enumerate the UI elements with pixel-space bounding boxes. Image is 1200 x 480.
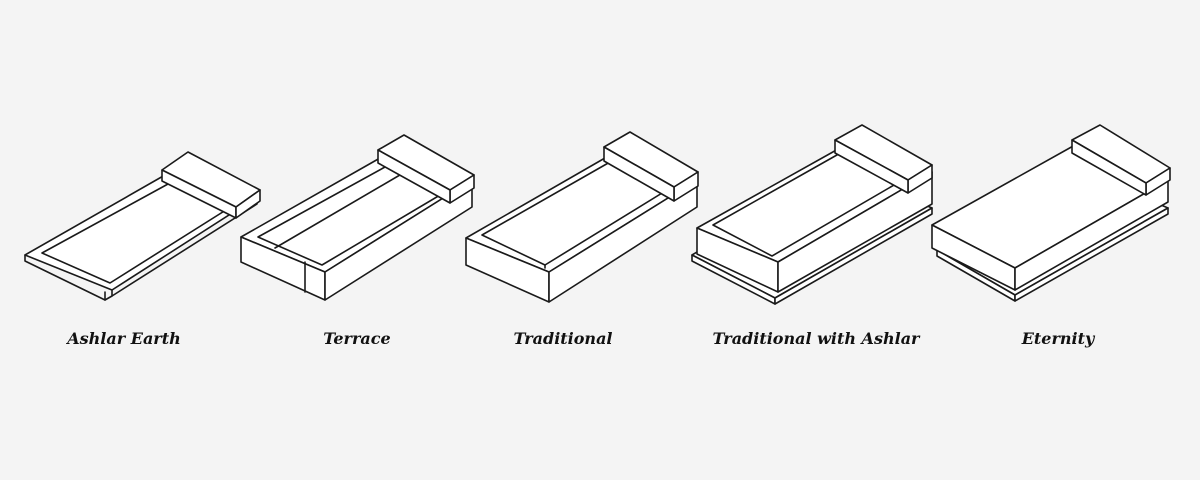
label-traditional: Traditional	[513, 329, 613, 348]
label-terrace: Terrace	[323, 329, 391, 348]
label-eternity: Eternity	[1021, 329, 1095, 348]
label-ashlar-earth: Ashlar Earth	[67, 329, 181, 348]
ashlar-earth-drawing	[24, 151, 261, 301]
eternity-drawing	[931, 124, 1171, 302]
terrace-drawing	[240, 134, 475, 301]
label-traditional-with-ashlar: Traditional with Ashlar	[712, 329, 920, 348]
traditional-drawing	[465, 131, 699, 303]
traditional-with-ashlar-drawing	[691, 124, 933, 305]
